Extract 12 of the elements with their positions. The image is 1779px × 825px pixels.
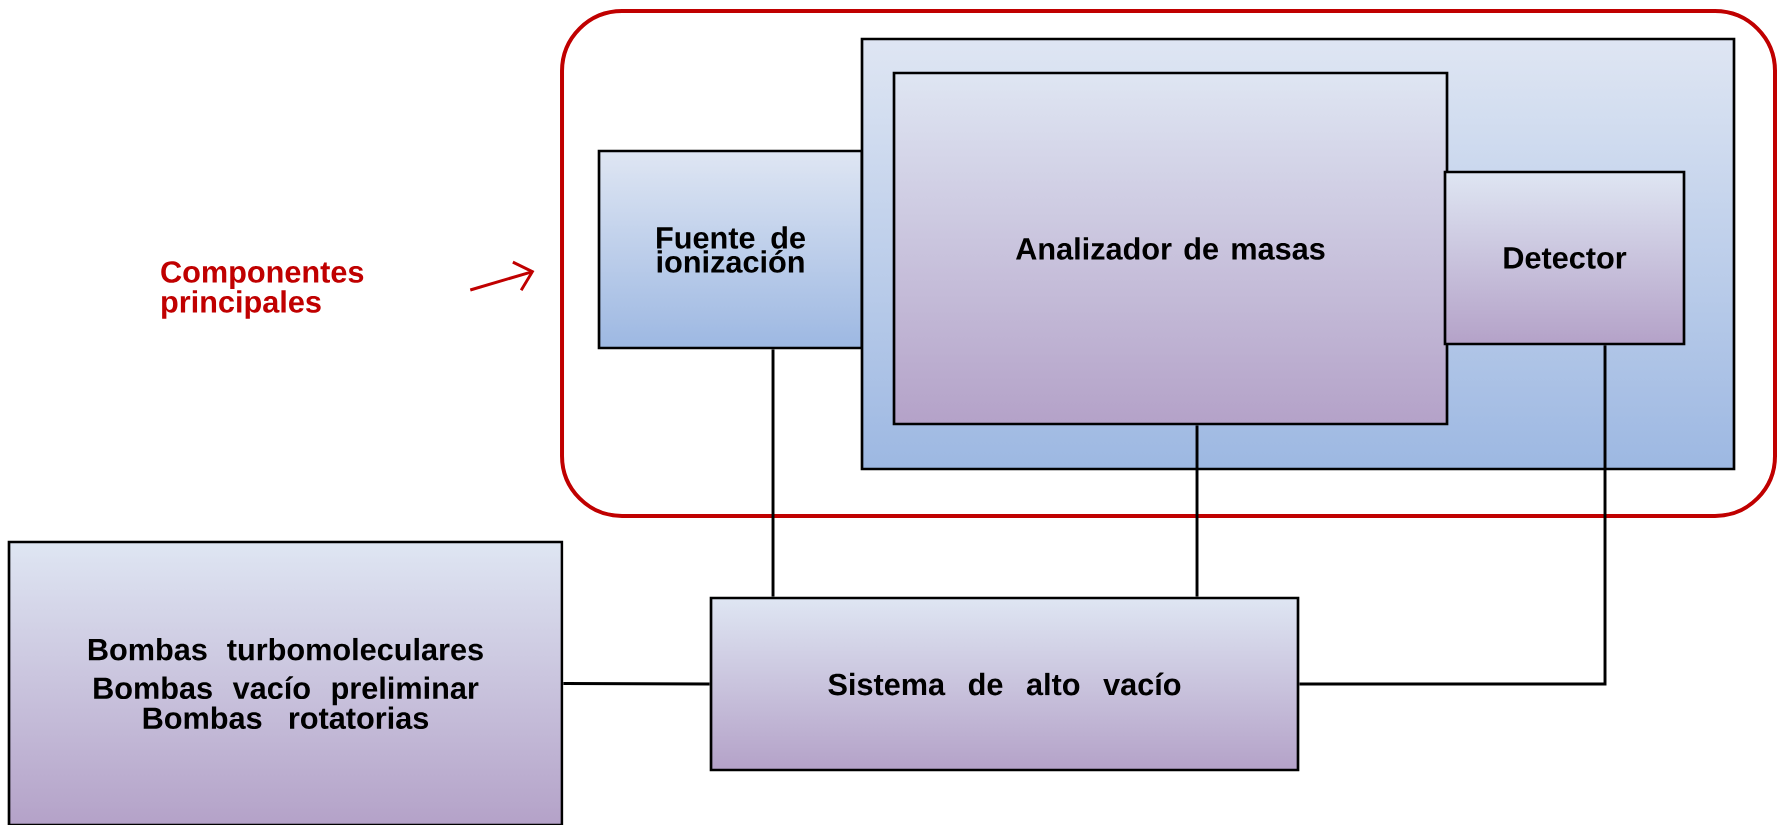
arrow bbox=[469, 260, 535, 292]
connector-line bbox=[1195, 425, 1199, 597]
process-box: Analizador de masas bbox=[892, 71, 1449, 426]
process-box: Detector bbox=[1443, 170, 1686, 346]
connector-line bbox=[771, 349, 775, 597]
heading-text: Componentes principales bbox=[161, 261, 364, 319]
connector-line bbox=[563, 682, 710, 686]
process-box: Bombas turbomoleculares Bombas vacío preliminar Bombas rotatorias bbox=[7, 540, 564, 825]
process-box: Sistema de alto vacío bbox=[709, 596, 1300, 772]
process-box: Fuente de ionización bbox=[597, 149, 864, 350]
highlight-frame bbox=[560, 9, 1777, 518]
connector-line bbox=[1299, 345, 1607, 686]
